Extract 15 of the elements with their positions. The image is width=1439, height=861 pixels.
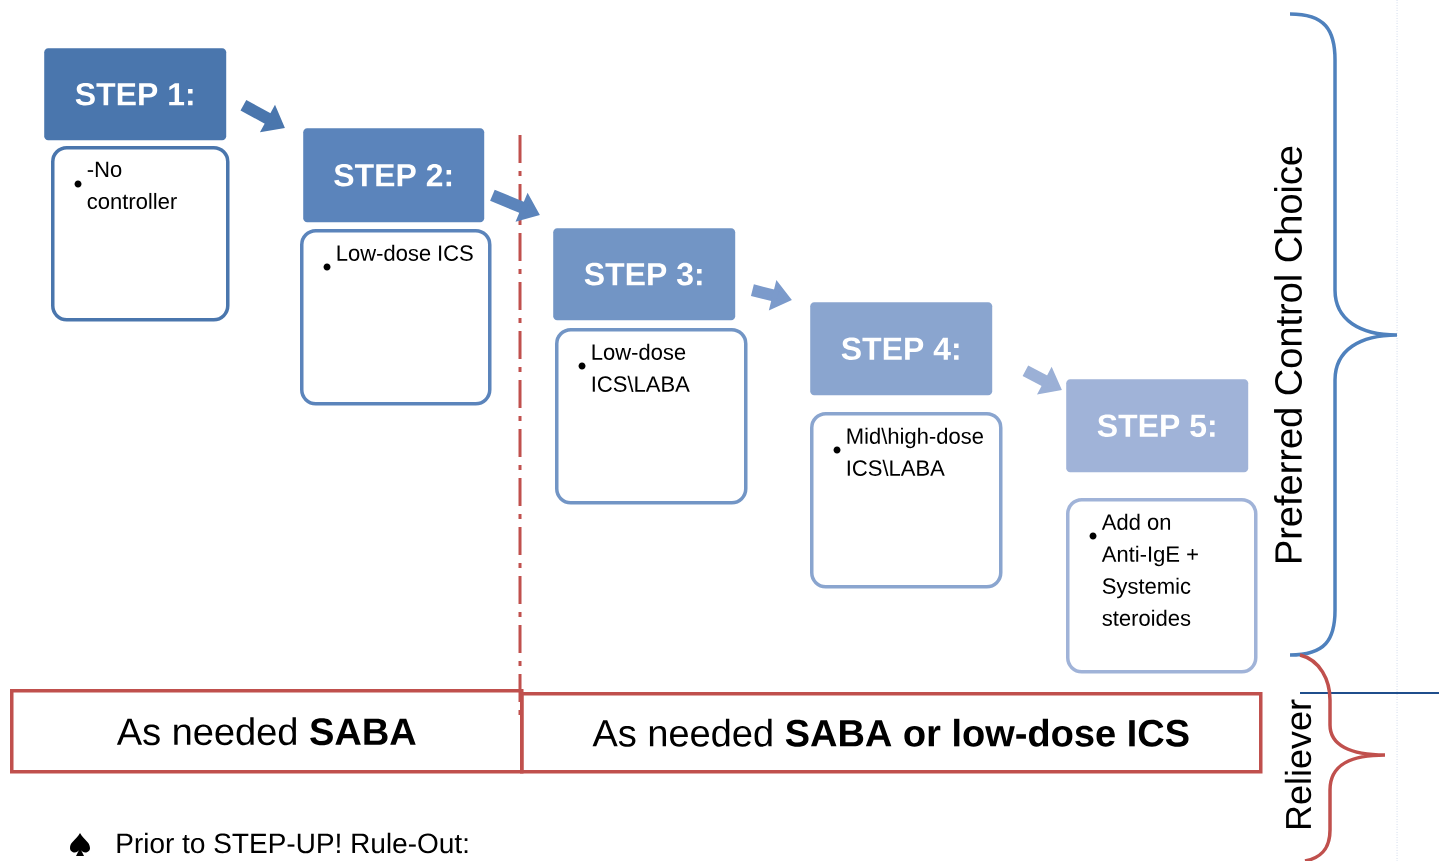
step-header: STEP 3: xyxy=(553,228,736,321)
step-header: STEP 5: xyxy=(1066,379,1249,473)
text-box: Add on Anti-IgE + Systemic steroides xyxy=(1066,498,1258,674)
step-header: STEP 4: xyxy=(810,302,993,396)
step-header: STEP 2: xyxy=(303,128,485,223)
step-header: STEP 1: xyxy=(44,48,227,141)
vertical-label: Preferred Control Choice xyxy=(1274,146,1302,563)
reliever-box: As needed SABA xyxy=(10,689,524,774)
note-text: Prior to STEP-UP! Rule-Out: xyxy=(117,832,468,854)
reliever-box: As needed SABA or low-dose ICS xyxy=(520,692,1263,774)
vertical-label: Reliever xyxy=(1284,699,1312,829)
text-box: Low-dose ICS\LABA xyxy=(555,328,748,505)
text-box: -No controller xyxy=(51,146,230,322)
text-box: Mid\high-dose ICS\LABA xyxy=(810,412,1003,589)
text-box: Low-dose ICS xyxy=(300,229,492,406)
